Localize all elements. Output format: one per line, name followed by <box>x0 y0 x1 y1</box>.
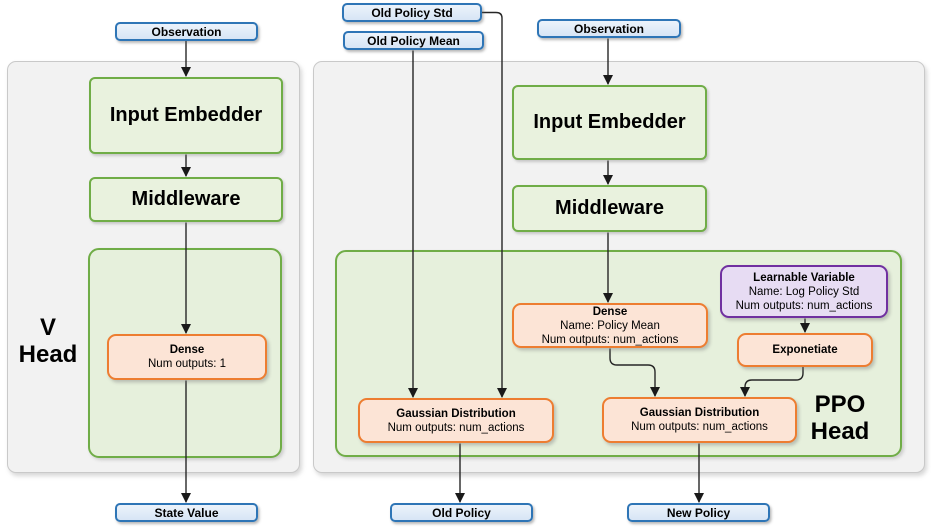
old-policy-mean-input: Old Policy Mean <box>343 31 484 50</box>
observation-input-left: Observation <box>115 22 258 41</box>
arrow-exponetiate-to-gaussian-new <box>740 366 804 397</box>
new-policy-label: New Policy <box>666 505 731 520</box>
gaussian-distribution-new-node: Gaussian Distribution Num outputs: num_a… <box>602 397 797 443</box>
dense-title: Dense <box>169 344 205 356</box>
gaussian-new-title: Gaussian Distribution <box>639 407 760 419</box>
v-head-label: V Head <box>8 314 88 368</box>
learnable-variable-outputs: Num outputs: num_actions <box>735 299 873 312</box>
gaussian-old-outputs: Num outputs: num_actions <box>387 421 525 434</box>
v-head-label-line1: V <box>39 314 56 341</box>
observation-input-right: Observation <box>537 19 681 38</box>
old-policy-mean-label: Old Policy Mean <box>367 33 460 48</box>
old-policy-label: Old Policy <box>432 505 491 520</box>
input-embedder-label: Input Embedder <box>109 104 263 126</box>
gaussian-old-title: Gaussian Distribution <box>396 407 516 420</box>
dense-policy-mean-node: Dense Name: Policy Mean Num outputs: num… <box>512 303 708 348</box>
dense-name: Name: Policy Mean <box>560 319 660 332</box>
observation-label: Observation <box>151 24 222 39</box>
new-policy-output: New Policy <box>627 503 770 522</box>
arrow-old-policy-std-to-gaussian-old <box>482 11 507 398</box>
ppo-head-label-line1: PPO <box>814 391 866 418</box>
input-embedder-label: Input Embedder <box>533 111 686 133</box>
middleware-label: Middleware <box>555 197 664 219</box>
arrow-dense-to-gaussian-new <box>609 348 660 397</box>
old-policy-std-label: Old Policy Std <box>371 5 453 20</box>
v-head-label-line2: Head <box>18 341 78 368</box>
state-value-output: State Value <box>115 503 258 522</box>
middleware-label: Middleware <box>131 188 241 210</box>
old-policy-std-input: Old Policy Std <box>342 3 482 22</box>
learnable-variable-node: Learnable Variable Name: Log Policy Std … <box>720 265 888 318</box>
exponetiate-node: Exponetiate <box>737 333 873 367</box>
input-embedder-right: Input Embedder <box>512 85 707 160</box>
old-policy-output: Old Policy <box>390 503 533 522</box>
ppo-head-label: PPO Head <box>790 391 890 445</box>
dense-outputs: Num outputs: num_actions <box>541 333 679 346</box>
dense-title: Dense <box>592 305 628 318</box>
middleware-left: Middleware <box>89 177 283 222</box>
exponetiate-label: Exponetiate <box>772 344 838 356</box>
gaussian-distribution-old-node: Gaussian Distribution Num outputs: num_a… <box>358 398 554 443</box>
learnable-variable-name: Name: Log Policy Std <box>748 285 860 298</box>
dense-node-left: Dense Num outputs: 1 <box>107 334 267 380</box>
middleware-right: Middleware <box>512 185 707 232</box>
state-value-label: State Value <box>154 505 219 520</box>
ppo-head-label-line2: Head <box>810 418 870 445</box>
input-embedder-left: Input Embedder <box>89 77 283 154</box>
dense-outputs: Num outputs: 1 <box>148 358 226 370</box>
learnable-variable-title: Learnable Variable <box>753 271 855 284</box>
gaussian-new-outputs: Num outputs: num_actions <box>631 421 768 433</box>
observation-label: Observation <box>573 21 645 36</box>
